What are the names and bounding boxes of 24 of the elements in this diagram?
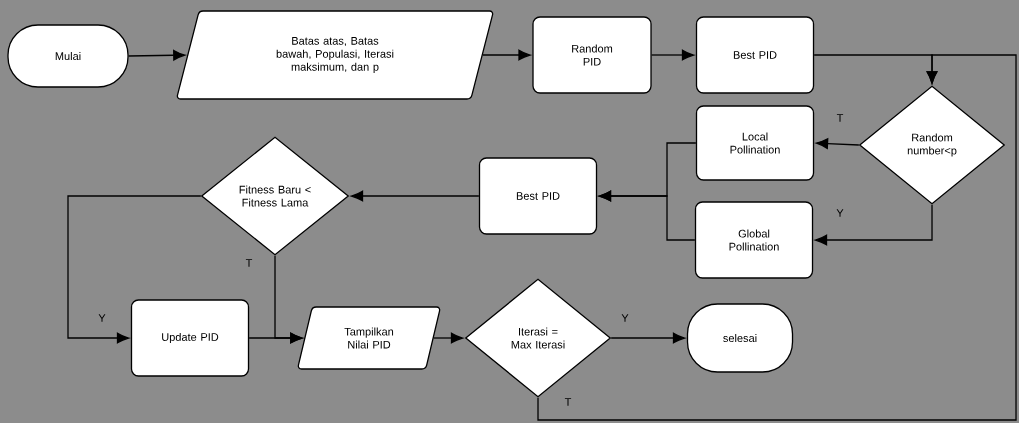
arrow [350,190,480,202]
edge-label: Y [621,314,629,322]
arrow [248,332,303,344]
process-box: Random PID [532,16,652,94]
arrow [128,49,186,61]
arrow [651,49,695,61]
edge-label: Y [836,209,844,217]
arrow [433,332,464,344]
edge-label: T [245,259,253,267]
arrow [537,54,1017,421]
arrow [598,190,696,241]
process-box: Best PID [695,16,815,94]
arrow [67,195,202,344]
process-box: Global Pollination [694,201,814,279]
arrow [815,138,860,150]
edge-label: T [836,114,844,122]
arrow [482,49,531,61]
process-box: Local Pollination [695,105,815,181]
edge-label: T [564,398,572,406]
process-box: Best PID [478,157,598,235]
edge-label: Y [98,314,106,322]
arrow [610,332,686,344]
arrow [814,204,933,246]
process-box: Update PID [130,299,250,377]
